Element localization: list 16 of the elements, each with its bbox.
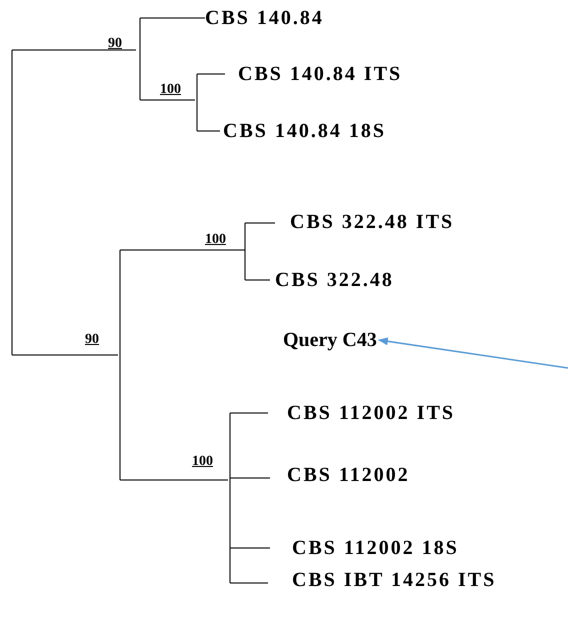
bootstrap-value: 90	[85, 332, 99, 348]
taxon-label: CBS 112002	[287, 463, 410, 487]
taxon-label: CBS 112002 18S	[292, 536, 459, 560]
query-label: Query C43	[283, 328, 377, 352]
bootstrap-value: 100	[192, 454, 213, 470]
taxon-label: CBS 140.84 ITS	[238, 62, 402, 86]
bootstrap-value: 100	[160, 82, 181, 98]
taxon-label: CBS IBT 14256 ITS	[292, 568, 496, 592]
taxon-label: CBS 112002 ITS	[287, 401, 456, 425]
bootstrap-value: 90	[108, 36, 122, 52]
bootstrap-value: 100	[205, 232, 226, 248]
taxon-label: CBS 322.48 ITS	[290, 210, 454, 234]
taxon-label: CBS 322.48	[275, 268, 394, 292]
taxon-label: CBS 140.84 18S	[223, 119, 386, 143]
arrow	[378, 337, 568, 369]
taxon-label: CBS 140.84	[205, 6, 324, 30]
